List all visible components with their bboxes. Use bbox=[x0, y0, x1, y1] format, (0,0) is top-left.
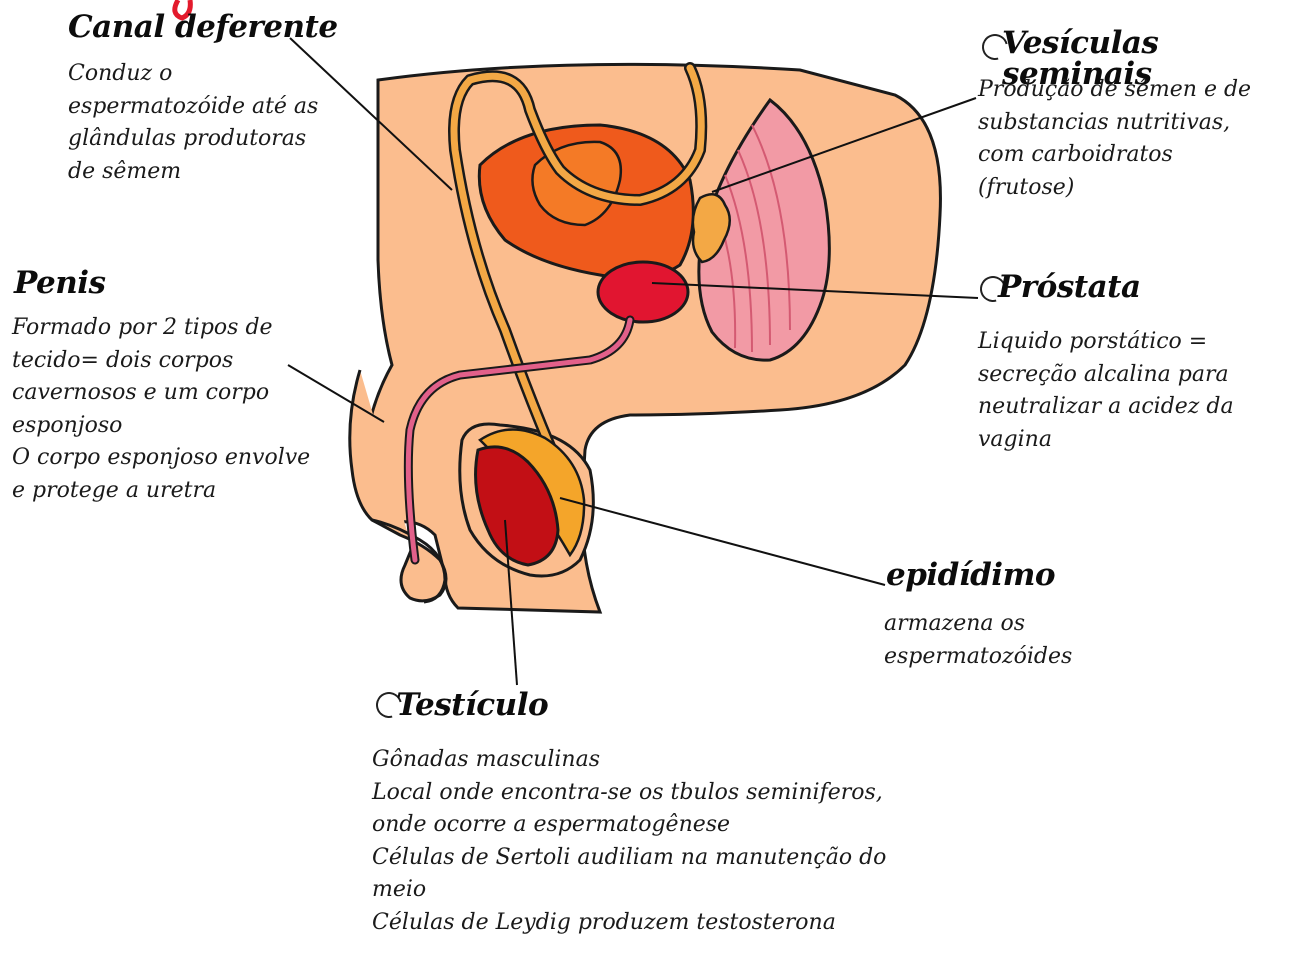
testiculo-description: Gônadas masculinas Local onde encontra-s… bbox=[372, 744, 886, 939]
testiculo-line: Gônadas masculinas bbox=[372, 744, 886, 777]
vesiculas-seminais-line: substancias nutritivas, bbox=[978, 107, 1251, 140]
canal-deferente-line: glândulas produtoras bbox=[68, 123, 318, 156]
prostata-description: Liquido porstático = secreção alcalina p… bbox=[978, 326, 1234, 456]
penis-line: tecido= dois corpos bbox=[12, 345, 310, 378]
testiculo-line: onde ocorre a espermatogênese bbox=[372, 809, 886, 842]
prostata-line: neutralizar a acidez da bbox=[978, 391, 1234, 424]
prostate-gland bbox=[598, 262, 688, 322]
vesiculas-seminais-line: Produção de sêmen e de bbox=[978, 74, 1251, 107]
canal-deferente-title: Canal deferente bbox=[68, 12, 338, 43]
canal-deferente-line: Conduz o bbox=[68, 58, 318, 91]
epididimo-line: espermatozóides bbox=[884, 641, 1072, 674]
prostata-line: Liquido porstático = bbox=[978, 326, 1234, 359]
vesiculas-seminais-line: com carboidratos bbox=[978, 139, 1251, 172]
epididimo-line: armazena os bbox=[884, 608, 1072, 641]
penis-line: O corpo esponjoso envolve bbox=[12, 442, 310, 475]
penis-title: Penis bbox=[14, 268, 105, 299]
vesiculas-seminais-description: Produção de sêmen e de substancias nutri… bbox=[978, 74, 1251, 204]
canal-deferente-description: Conduz o espermatozóide até as glândulas… bbox=[68, 58, 318, 188]
leader-line-epididimo bbox=[560, 498, 885, 585]
testiculo-line: meio bbox=[372, 874, 886, 907]
testiculo-title: Testículo bbox=[396, 690, 548, 721]
testiculo-line: Local onde encontra-se os tbulos seminif… bbox=[372, 777, 886, 810]
penis-description: Formado por 2 tipos de tecido= dois corp… bbox=[12, 312, 310, 507]
penis-line: e protege a uretra bbox=[12, 475, 310, 508]
prostata-title: Próstata bbox=[998, 272, 1141, 303]
canal-deferente-line: espermatozóide até as bbox=[68, 91, 318, 124]
epididimo-title: epidídimo bbox=[886, 560, 1055, 591]
testiculo-line: Células de Sertoli audiliam na manutençã… bbox=[372, 842, 886, 875]
prostata-line: vagina bbox=[978, 424, 1234, 457]
vesiculas-seminais-line: (frutose) bbox=[978, 172, 1251, 205]
penis-line: Formado por 2 tipos de bbox=[12, 312, 310, 345]
penis-line: cavernosos e um corpo bbox=[12, 377, 310, 410]
penis-line: esponjoso bbox=[12, 410, 310, 443]
prostata-line: secreção alcalina para bbox=[978, 359, 1234, 392]
epididimo-description: armazena os espermatozóides bbox=[884, 608, 1072, 673]
canal-deferente-line: de sêmem bbox=[68, 156, 318, 189]
testiculo-line: Células de Leydig produzem testosterona bbox=[372, 907, 886, 940]
